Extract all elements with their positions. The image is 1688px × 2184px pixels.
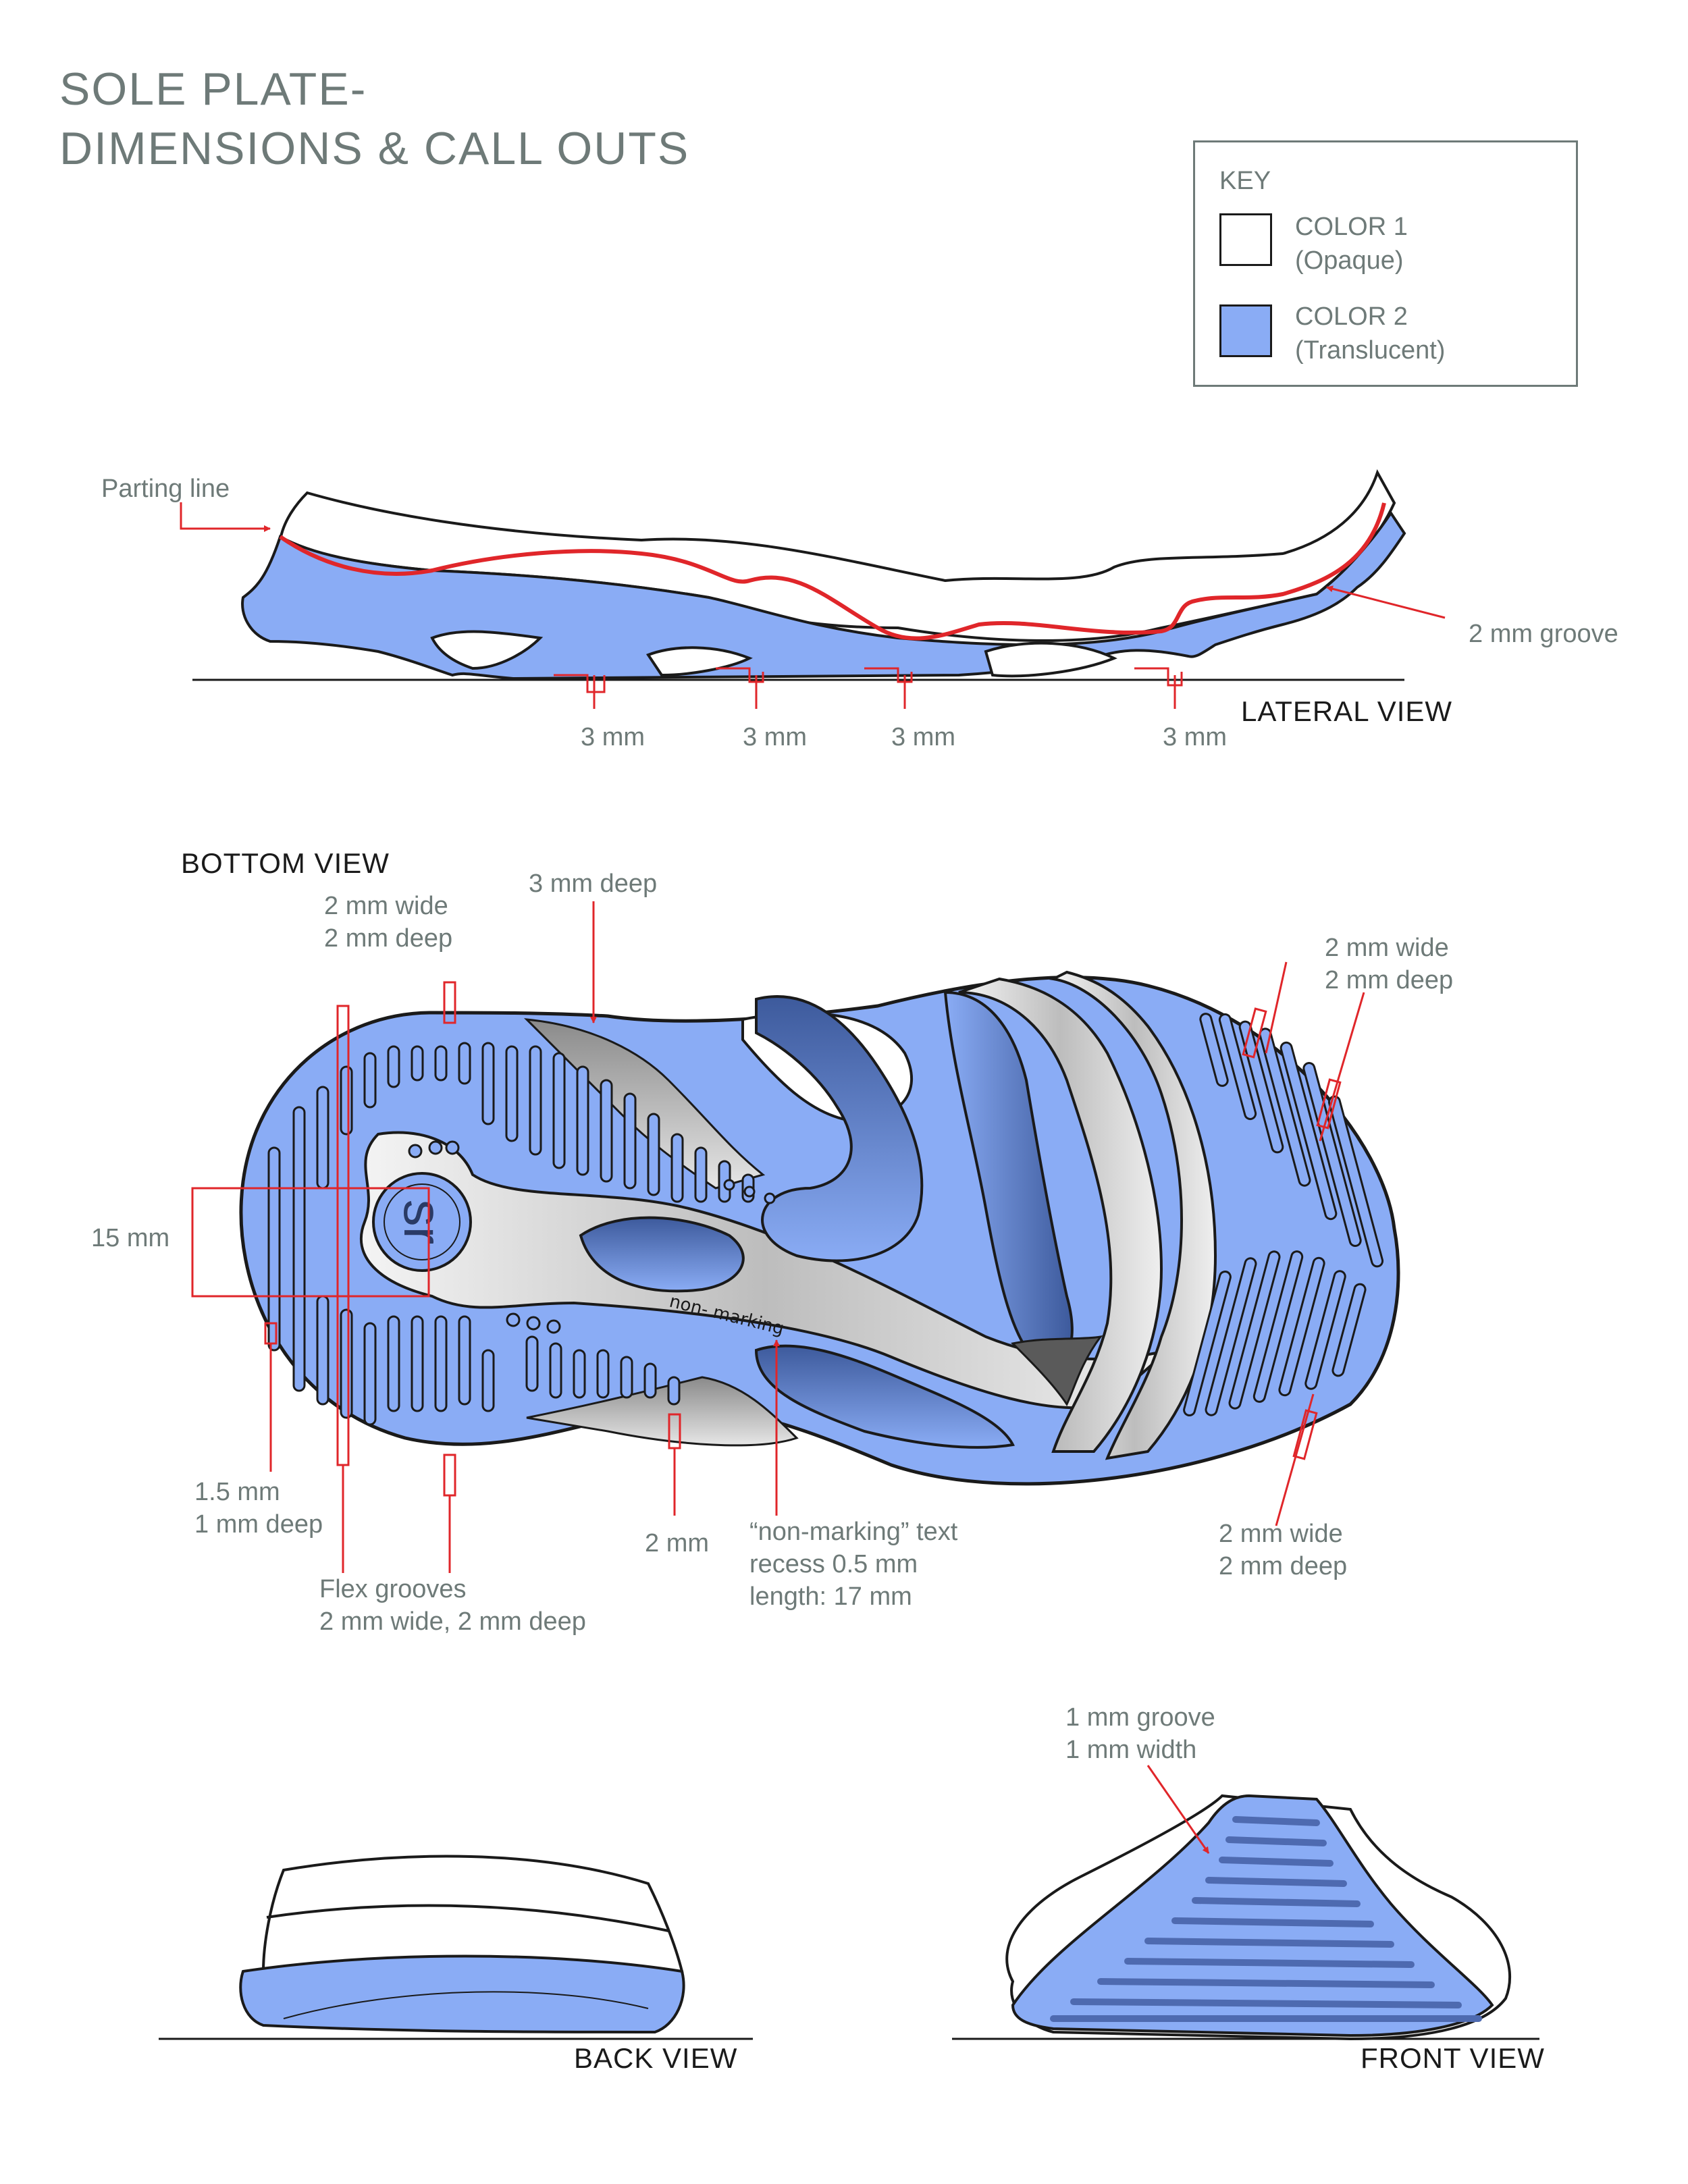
top-right-line-1: 2 mm wide xyxy=(1325,934,1449,962)
forefoot-band-1 xyxy=(958,977,1163,1453)
back-view-label: BACK VIEW xyxy=(574,2042,738,2074)
key-heading: KEY xyxy=(1219,167,1271,195)
grey-wedge-top xyxy=(523,1018,766,1190)
lateral-cutout-1 xyxy=(430,630,544,670)
color-1-name: COLOR 1 xyxy=(1295,213,1408,241)
dim-label-4: 3 mm xyxy=(1163,723,1227,751)
bottom-callout-lines xyxy=(191,901,1365,1573)
heel-flex-grooves xyxy=(267,1042,755,1426)
lateral-dimension-marks xyxy=(554,667,1183,709)
top-left-line-2: 2 mm deep xyxy=(324,924,453,953)
color-2-swatch xyxy=(1219,304,1272,357)
forefoot-band-2 xyxy=(1049,970,1217,1460)
flex-line-1: Flex grooves xyxy=(319,1575,467,1603)
title-line-1: SOLE PLATE- xyxy=(59,63,367,115)
page-title: SOLE PLATE- DIMENSIONS & CALL OUTS xyxy=(59,59,689,178)
nonmarking-line-1: “non-marking” text xyxy=(749,1518,958,1546)
center-channel xyxy=(360,1131,1169,1410)
two-mm-label: 2 mm xyxy=(645,1529,709,1557)
three-mm-deep-label: 3 mm deep xyxy=(529,870,658,898)
heel-width-label: 15 mm xyxy=(91,1224,170,1252)
front-view xyxy=(952,1765,1539,2041)
bottom-right-callout: 2 mm wide 2 mm deep xyxy=(1219,1518,1347,1582)
bottom-view-label: BOTTOM VIEW xyxy=(181,847,390,879)
bottom-view: sr non- marking xyxy=(191,901,1400,1573)
dot-line-1: 1.5 mm xyxy=(194,1478,280,1506)
parting-line-leader xyxy=(180,502,271,532)
front-groove-leader xyxy=(1146,1765,1210,1854)
color-1-sub: (Opaque) xyxy=(1295,246,1404,275)
front-grooves xyxy=(1050,1816,1482,2022)
back-upper-band xyxy=(266,1904,669,1932)
nonmarking-callout: “non-marking” text recess 0.5 mm length:… xyxy=(749,1516,957,1613)
bottom-right-line-2: 2 mm deep xyxy=(1219,1552,1348,1580)
back-sole xyxy=(239,1954,685,2034)
front-view-label: FRONT VIEW xyxy=(1361,2042,1545,2074)
logo-text: sr xyxy=(393,1200,453,1245)
front-groove-line-2: 1 mm width xyxy=(1065,1736,1197,1764)
dim-label-3: 3 mm xyxy=(891,723,955,751)
dot-line-2: 1 mm deep xyxy=(194,1510,323,1539)
back-upper xyxy=(261,1855,684,1973)
color-key: KEY COLOR 1 (Opaque) COLOR 2 (Translucen… xyxy=(1193,140,1578,387)
mid-blue-piece-4 xyxy=(579,1216,745,1293)
top-left-line-1: 2 mm wide xyxy=(324,892,448,920)
dim-label-1: 3 mm xyxy=(581,723,645,751)
color-2-name: COLOR 2 xyxy=(1295,302,1408,331)
flex-line-2: 2 mm wide, 2 mm deep xyxy=(319,1607,586,1636)
grey-wedge-bottom xyxy=(526,1376,799,1447)
back-view xyxy=(159,1855,753,2040)
logo-disc xyxy=(372,1172,472,1272)
top-right-line-2: 2 mm deep xyxy=(1325,966,1454,994)
color-1-swatch xyxy=(1219,213,1272,266)
front-groove-line-1: 1 mm groove xyxy=(1065,1703,1215,1732)
color-2-sub: (Translucent) xyxy=(1295,336,1446,365)
nonmarking-line-2: recess 0.5 mm xyxy=(749,1550,918,1578)
flex-grooves-callout: Flex grooves 2 mm wide, 2 mm deep xyxy=(319,1573,586,1638)
lateral-cutout-2 xyxy=(645,646,753,677)
logo-disc-inner xyxy=(384,1183,460,1260)
lateral-parting-line xyxy=(279,502,1386,641)
lateral-view-label: LATERAL VIEW xyxy=(1241,695,1453,727)
back-sole-curve xyxy=(283,1991,649,2019)
groove-label: 2 mm groove xyxy=(1469,620,1618,648)
top-right-callout: 2 mm wide 2 mm deep xyxy=(1325,932,1453,996)
heel-dots xyxy=(408,1140,776,1334)
color-1-label: COLOR 1 (Opaque) xyxy=(1295,210,1408,277)
title-line-2: DIMENSIONS & CALL OUTS xyxy=(59,123,690,174)
mid-blue-piece-2 xyxy=(755,995,924,1262)
nonmarking-line-3: length: 17 mm xyxy=(749,1582,912,1611)
forefoot-flex-grooves xyxy=(1183,1013,1384,1417)
parting-line-label: Parting line xyxy=(101,475,230,503)
front-groove-callout: 1 mm groove 1 mm width xyxy=(1065,1701,1215,1766)
bottom-right-line-1: 2 mm wide xyxy=(1219,1520,1343,1548)
color-2-label: COLOR 2 (Translucent) xyxy=(1295,300,1445,367)
lateral-view xyxy=(180,469,1446,709)
groove-leader xyxy=(1326,585,1446,619)
dot-callout: 1.5 mm 1 mm deep xyxy=(194,1476,323,1541)
mid-blue-piece-5 xyxy=(754,1344,1016,1449)
front-sole xyxy=(1011,1794,1494,2037)
lateral-cutout-3 xyxy=(984,641,1117,678)
dim-label-2: 3 mm xyxy=(743,723,807,751)
top-left-callout: 2 mm wide 2 mm deep xyxy=(324,890,452,955)
forefoot-dark-wedge xyxy=(1010,1335,1103,1406)
